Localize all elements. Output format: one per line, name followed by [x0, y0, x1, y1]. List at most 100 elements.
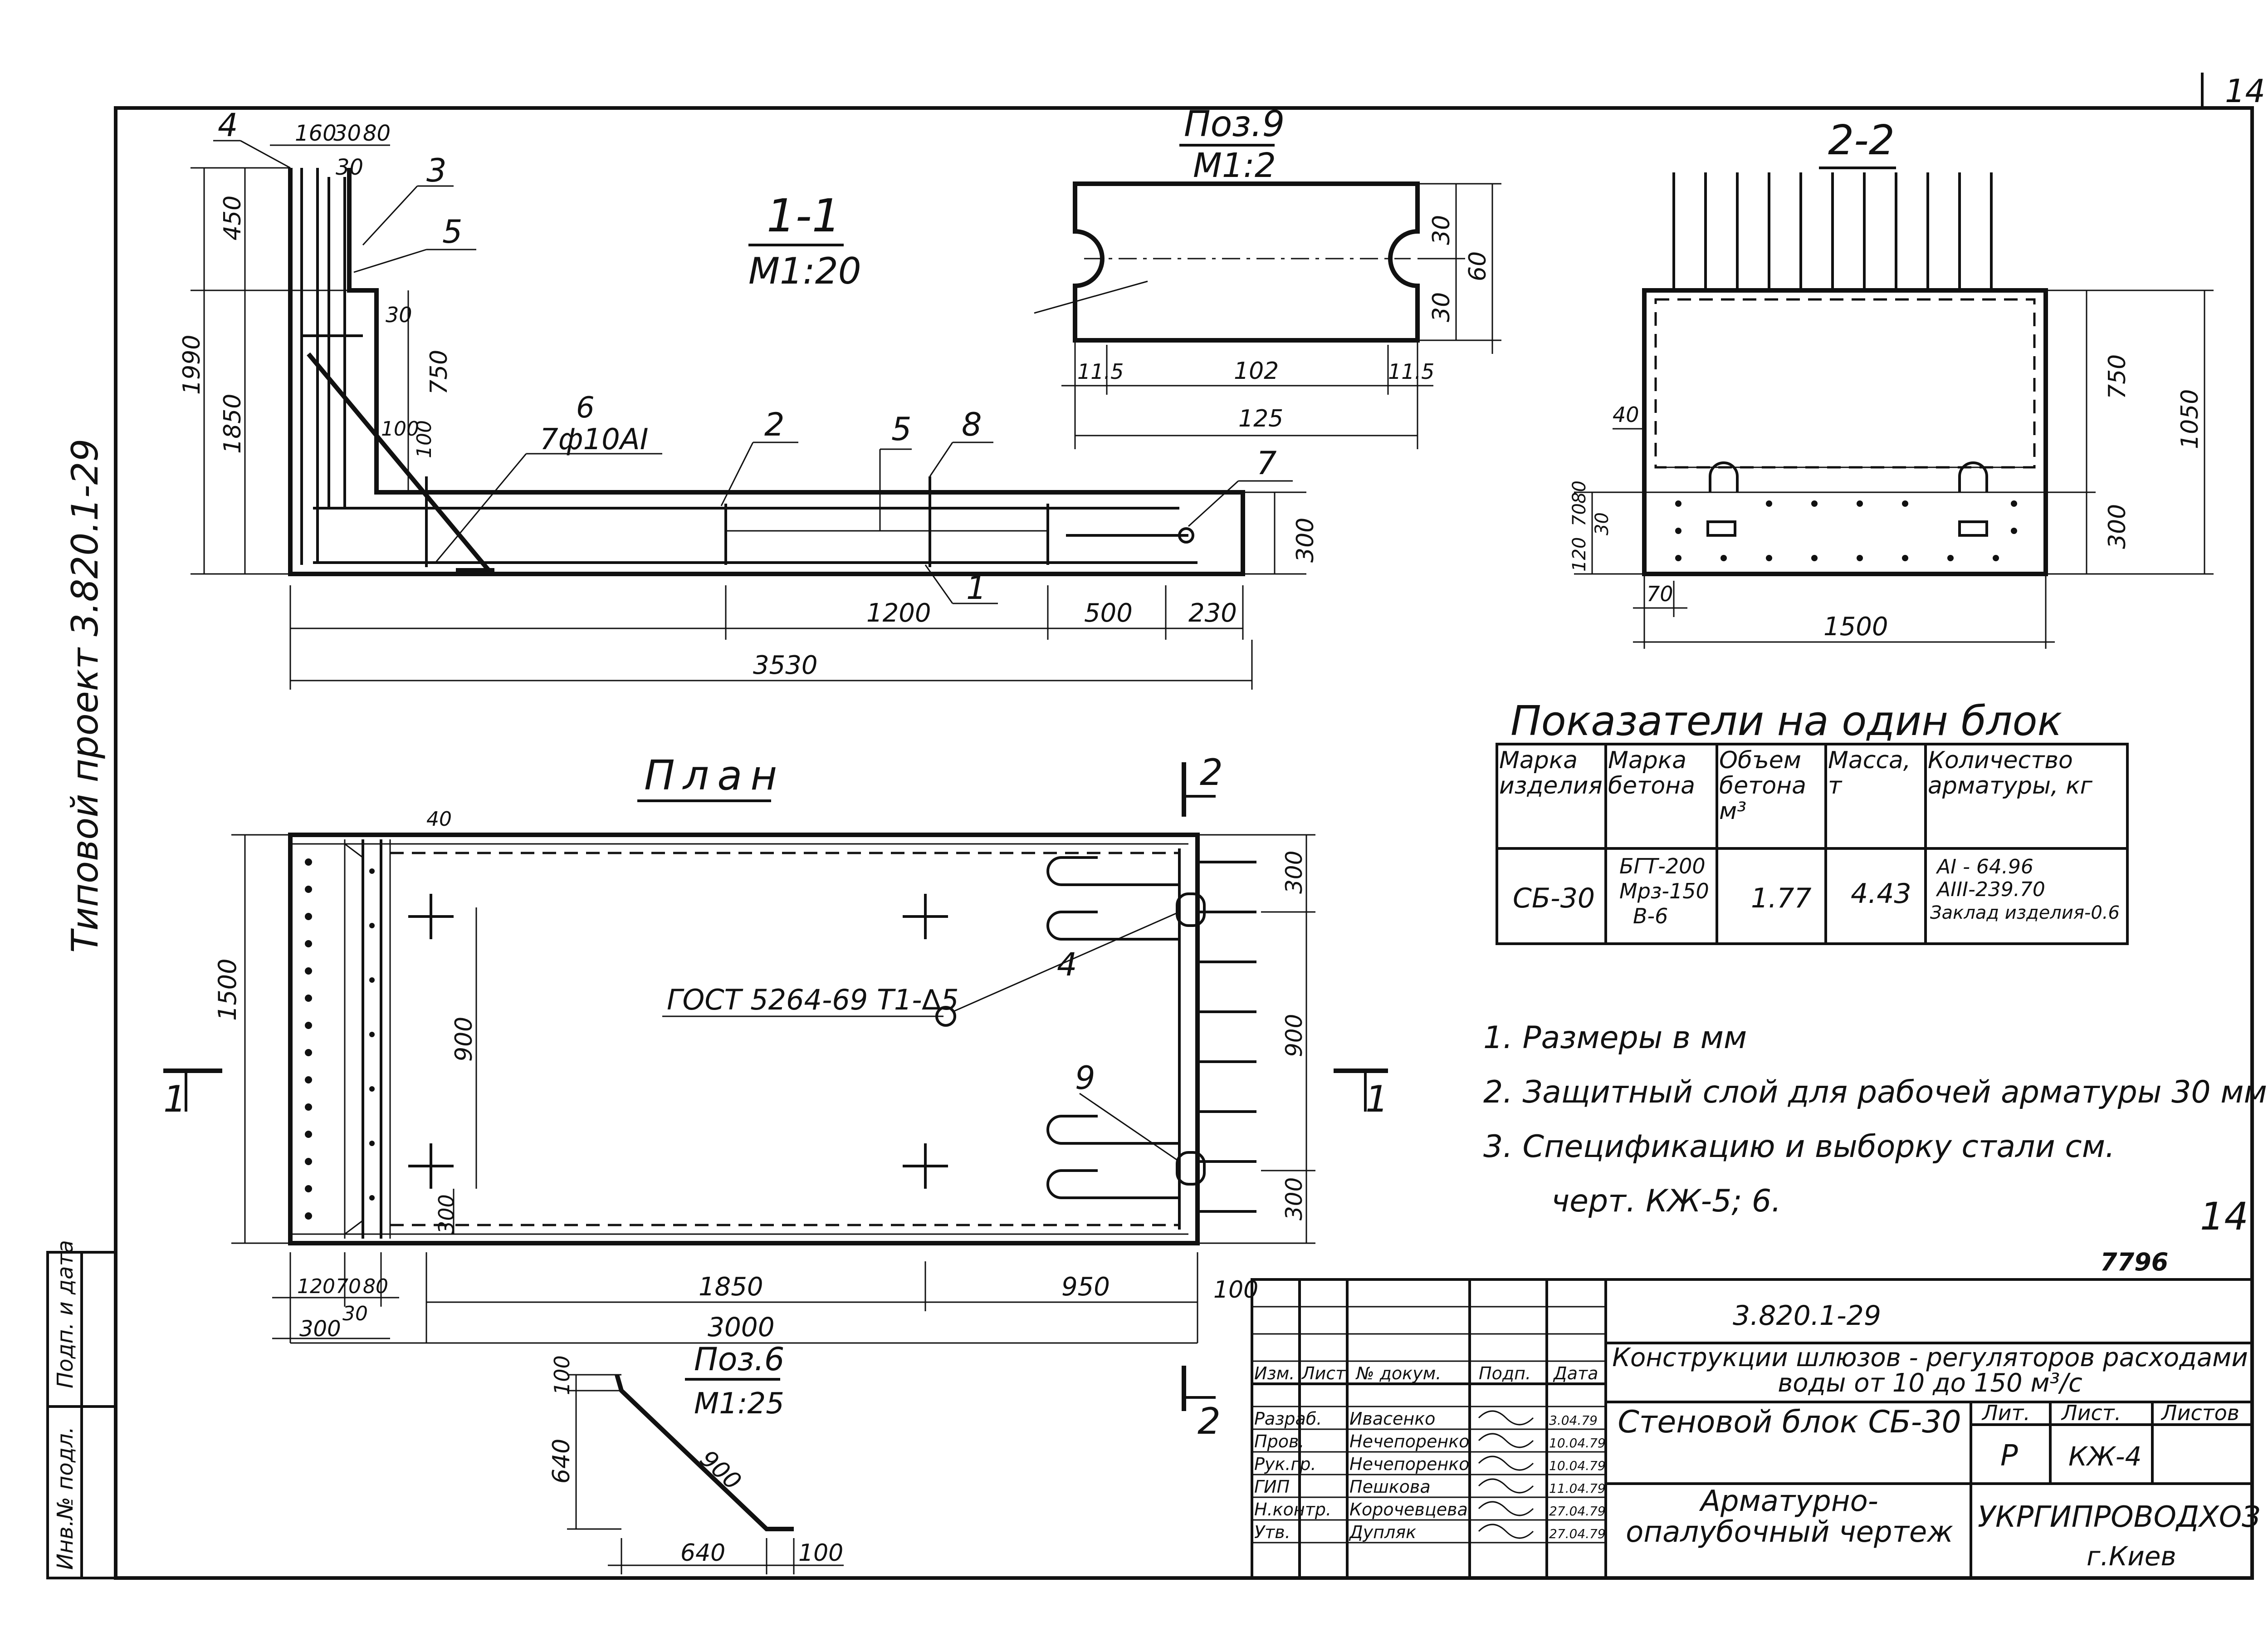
dim-80: 80: [363, 121, 391, 146]
section-2-2: 2-2 750: [1569, 117, 2214, 649]
row-rebar-2: Заклад изделия-0.6: [1930, 902, 2120, 923]
tb-doc-code: 3.820.1-29: [1733, 1300, 1881, 1332]
pos6-scale: М1:25: [694, 1387, 784, 1421]
signer-role-0: Разраб.: [1254, 1409, 1322, 1429]
pos6-detail: Поз.6 М1:25 100 640 900 640 100: [548, 1341, 844, 1574]
signer-role-2: Рук.гр.: [1254, 1454, 1316, 1474]
plan-dim-40: 40: [426, 808, 452, 831]
header-mark: Марка изделия: [1499, 748, 1603, 799]
dim-100a: 100: [381, 417, 419, 441]
plan-dim-1850: 1850: [699, 1272, 763, 1302]
section-1-1-scale: М1:20: [748, 250, 861, 292]
pos6-title: Поз.6: [694, 1341, 784, 1378]
plan-view: План: [163, 751, 1388, 1442]
signer-date-1: 10.04.79: [1549, 1436, 1606, 1451]
dim-160: 160: [295, 121, 337, 146]
dim-30a: 30: [333, 121, 361, 146]
plan-callout-4: 4: [1057, 946, 1077, 983]
signer-date-2: 10.04.79: [1549, 1458, 1606, 1473]
note-3: 3. Спецификацию и выборку стали см.: [1483, 1129, 2115, 1165]
note-1: 1. Размеры в мм: [1483, 1020, 1747, 1056]
sheet-number-right: 14: [2200, 1194, 2248, 1239]
tb-sheets-label: Листов: [2160, 1401, 2239, 1425]
s22-dim-300: 300: [2104, 504, 2131, 549]
plan-dim-70: 70: [336, 1275, 361, 1298]
s22-dim-40: 40: [1613, 402, 1639, 427]
plan-cut-2-bottom: 2: [1198, 1400, 1221, 1442]
dim-750: 750: [425, 350, 453, 395]
tb-col-list: Лист: [1301, 1363, 1346, 1383]
s22-dim-30: 30: [1592, 512, 1613, 535]
callout-5b: 5: [891, 411, 912, 448]
dim-100b: 100: [413, 420, 436, 458]
s22-dim-120: 120: [1569, 537, 1590, 572]
callout-3: 3: [426, 152, 447, 189]
signer-role-1: Пров.: [1254, 1431, 1304, 1451]
row-concrete-2: В-6: [1633, 904, 1668, 928]
left-strip: Инв.№ подл. Подп. и дата: [46, 1240, 117, 1579]
section-1-1: 1-1 М1:20 160 30 80 30 450: [178, 107, 1319, 690]
s22-dim-1500: 1500: [1823, 612, 1888, 642]
tb-city: г.Киев: [2087, 1541, 2176, 1572]
dim-300: 300: [1292, 518, 1319, 563]
header-rebar: Количество арматуры, кг: [1928, 748, 2092, 799]
signer-name-3: Пешкова: [1349, 1477, 1431, 1497]
callout-1: 1: [966, 569, 987, 607]
row-mass: 4.43: [1851, 878, 1911, 910]
row-volume: 1.77: [1751, 882, 1812, 914]
sign-label: Подп. и дата: [53, 1240, 78, 1388]
tb-sheet-label: Лист.: [2061, 1401, 2121, 1425]
signer-date-3: 11.04.79: [1549, 1481, 1606, 1496]
plan-title: План: [644, 752, 785, 799]
inv-label: Инв.№ подл.: [53, 1426, 78, 1570]
pos6-dim-640b: 640: [680, 1539, 725, 1567]
header-concrete: Марка бетона: [1608, 748, 1696, 799]
plan-dim-30: 30: [342, 1302, 368, 1325]
callout-6-label: 7ф10АI: [540, 423, 649, 456]
pos6-dim-640a: 640: [548, 1439, 575, 1484]
row-rebar-1: АIII-239.70: [1936, 878, 2045, 901]
indicators-table: Показатели на один блок Марка изделия Ма…: [1496, 697, 2129, 945]
signer-date-0: 3.04.79: [1549, 1413, 1598, 1428]
signer-name-0: Ивасенко: [1349, 1409, 1435, 1429]
plan-dim-3000: 3000: [708, 1312, 775, 1343]
dim-230: 230: [1188, 598, 1237, 628]
plan-dim-1500: 1500: [213, 959, 242, 1021]
s22-dim-70: 70: [1569, 503, 1590, 526]
tb-object: Стеновой блок СБ-30: [1618, 1407, 1961, 1440]
dim-1990: 1990: [178, 335, 205, 395]
pos9-dim-125: 125: [1238, 405, 1283, 432]
plan-cut-2-top: 2: [1200, 751, 1223, 794]
note-4: черт. КЖ-5; 6.: [1551, 1183, 1781, 1219]
plan-dim-300b: 300: [1281, 851, 1307, 894]
row-concrete-1: Мрз-150: [1619, 879, 1709, 903]
row-concrete-0: БГТ-200: [1619, 854, 1706, 878]
tb-col-sign: Подп.: [1479, 1363, 1531, 1383]
dim-3530: 3530: [753, 651, 818, 680]
plan-dim-950: 950: [1061, 1272, 1110, 1302]
plan-dim-300c: 300: [1281, 1177, 1307, 1220]
title-block: Изм. Лист № докум. Подп. Дата Разраб. Ив…: [1251, 1278, 2260, 1579]
dim-1850: 1850: [219, 394, 246, 454]
signer-role-3: ГИП: [1254, 1477, 1290, 1497]
callout-4: 4: [218, 107, 238, 144]
tb-drawing: Арматурно-опалубочный чертеж: [1626, 1486, 1953, 1549]
plan-dim-300e: 300: [299, 1316, 341, 1342]
tb-col-doc: № докум.: [1355, 1363, 1441, 1383]
signer-name-1: Нечепоренко: [1349, 1431, 1469, 1451]
plan-dim-900a: 900: [450, 1017, 478, 1062]
tb-org: УКРГИПРОВОДХОЗ: [1978, 1500, 2260, 1534]
callout-5a: 5: [442, 213, 463, 250]
plan-cut-1-left: 1: [163, 1078, 186, 1120]
dim-450: 450: [219, 196, 246, 240]
section-2-2-title: 2-2: [1828, 117, 1895, 164]
plan-dim-120: 120: [297, 1275, 335, 1298]
side-stamp: Типовой проект 3.820.1-29: [64, 439, 106, 953]
indicators-title: Показатели на один блок: [1510, 697, 2062, 745]
pos6-dim-100a: 100: [550, 1355, 574, 1395]
pos9-dim-102: 102: [1234, 358, 1279, 385]
plan-cut-1-right: 1: [1365, 1078, 1388, 1120]
row-mark: СБ-30: [1513, 882, 1595, 914]
dim-1200: 1200: [866, 598, 931, 628]
